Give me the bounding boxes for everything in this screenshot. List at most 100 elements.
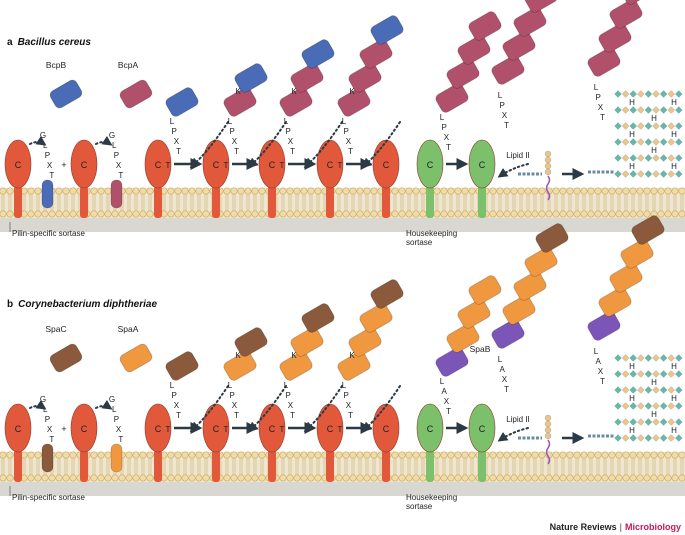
membrane-precursor-1 (41, 443, 54, 473)
lipid-II-bead (544, 168, 552, 176)
lipid-head (636, 210, 644, 218)
fibre-2-subunit (279, 351, 313, 381)
peptidoglycan-glycan (629, 154, 637, 162)
fibre-3-subunit (359, 303, 393, 333)
lipid-head (202, 187, 210, 195)
lipid-head (447, 451, 455, 459)
lipid-head (405, 451, 413, 459)
lipid-head (314, 474, 322, 482)
peptidoglycan-glycan (644, 154, 653, 162)
peptidoglycan-crosslink: H (651, 410, 657, 419)
lipid-II-bead (544, 426, 552, 434)
mature-fibre-2-subunit (598, 287, 632, 317)
lipid-head (55, 210, 63, 218)
peptidoglycan-glycan (644, 354, 653, 362)
lipid-head (146, 187, 154, 195)
lipid-head (412, 474, 420, 482)
peptidoglycan-glycan (652, 154, 660, 162)
lipid-head (363, 187, 371, 195)
housekeeping-sortase-1-cys-label: C (427, 424, 434, 434)
lipid-head (125, 187, 133, 195)
peptidoglycan-crosslink: H (671, 426, 677, 435)
lipid-head (356, 187, 364, 195)
peptidoglycan-glycan (637, 402, 645, 410)
lipid-head (524, 474, 532, 482)
lipid-head (419, 474, 427, 482)
peptidoglycan-crosslink: H (629, 162, 635, 171)
precursor-2-motif-X: X (116, 425, 122, 434)
fibre-2-motif-T: T (290, 411, 295, 420)
lipid-head (174, 451, 182, 459)
lipid-head (349, 451, 357, 459)
lipid-head (167, 210, 175, 218)
hk-fibre-subunit (457, 35, 491, 65)
mature-fibre-1-subunit (535, 223, 569, 253)
fibre-2-subunit (279, 87, 313, 117)
lipid-head (636, 187, 644, 195)
major-pilin-label: SpaA (118, 324, 139, 334)
sortase-4-body (202, 139, 230, 189)
mature-fibre-2-motif-P: P (596, 93, 601, 102)
peptidoglycan-glycan (614, 402, 622, 410)
lysine-K-2: K (291, 87, 297, 96)
peptidoglycan-glycan (667, 418, 675, 426)
sortase-4-body (202, 403, 230, 453)
lipid-head (195, 187, 203, 195)
lipid-II-bead (544, 150, 552, 158)
lipid-head (657, 210, 665, 218)
fibre-0-motif-T: T (176, 411, 181, 420)
peptidoglycan-glycan (621, 418, 630, 426)
sortase-7-body (372, 139, 400, 189)
lysine-K-3: K (349, 87, 355, 96)
peptidoglycan-glycan (644, 170, 653, 178)
fibre-1-subunit (223, 87, 257, 117)
peptidoglycan-glycan (644, 138, 653, 146)
membrane-precursor-1 (41, 179, 54, 209)
fibre-3-motif-T: T (348, 411, 353, 420)
tip-pilin (49, 79, 83, 109)
lipid-head (433, 451, 441, 459)
lipid-head (678, 474, 685, 482)
hk-fibre-subunit (468, 11, 502, 41)
peptidoglycan-crosslink: H (671, 362, 677, 371)
lipid-head (601, 210, 609, 218)
precursor-2-motif-P: P (114, 415, 119, 424)
lipid-head (237, 474, 245, 482)
lipid-head (307, 187, 315, 195)
fibre-3-motif-T: T (348, 147, 353, 156)
peptidoglycan-glycan (614, 386, 622, 394)
mature-fibre-1-motif-L: L (498, 355, 503, 364)
precursor-1-motif-T: T (49, 435, 54, 444)
lipid-head (314, 451, 322, 459)
lipid-head (27, 474, 35, 482)
lipid-head (167, 474, 175, 482)
lipid-head (671, 210, 679, 218)
thioester-T-3: T (338, 425, 343, 434)
lipid-II-bead (544, 420, 552, 428)
lipid-head (139, 474, 147, 482)
major-pilin (119, 79, 153, 109)
peptidoglycan-crosslink: H (651, 146, 657, 155)
lipid-head (538, 451, 546, 459)
peptidoglycan-glycan (637, 386, 645, 394)
lipid-head (468, 187, 476, 195)
lysine-K-1: K (235, 351, 241, 360)
housekeeping-label-2: sortase (406, 502, 433, 511)
fibre-3-motif-L: L (342, 117, 347, 126)
peptidoglycan-glycan (652, 122, 660, 130)
peptidoglycan-glycan (621, 434, 630, 442)
lipid-head (454, 210, 462, 218)
hk-fibre-motif-X: X (444, 397, 450, 406)
thioester-T-0: T (166, 161, 171, 170)
lipid-head (55, 187, 63, 195)
lipid-head (188, 474, 196, 482)
peptidoglycan-crosslink: H (629, 362, 635, 371)
lipid-head (0, 451, 7, 459)
sortase-2-body (70, 403, 98, 453)
lipid-head (419, 451, 427, 459)
lipid-head (678, 210, 685, 218)
lysine-K-1: K (235, 87, 241, 96)
lipid-head (181, 210, 189, 218)
peptidoglycan-glycan (667, 106, 675, 114)
